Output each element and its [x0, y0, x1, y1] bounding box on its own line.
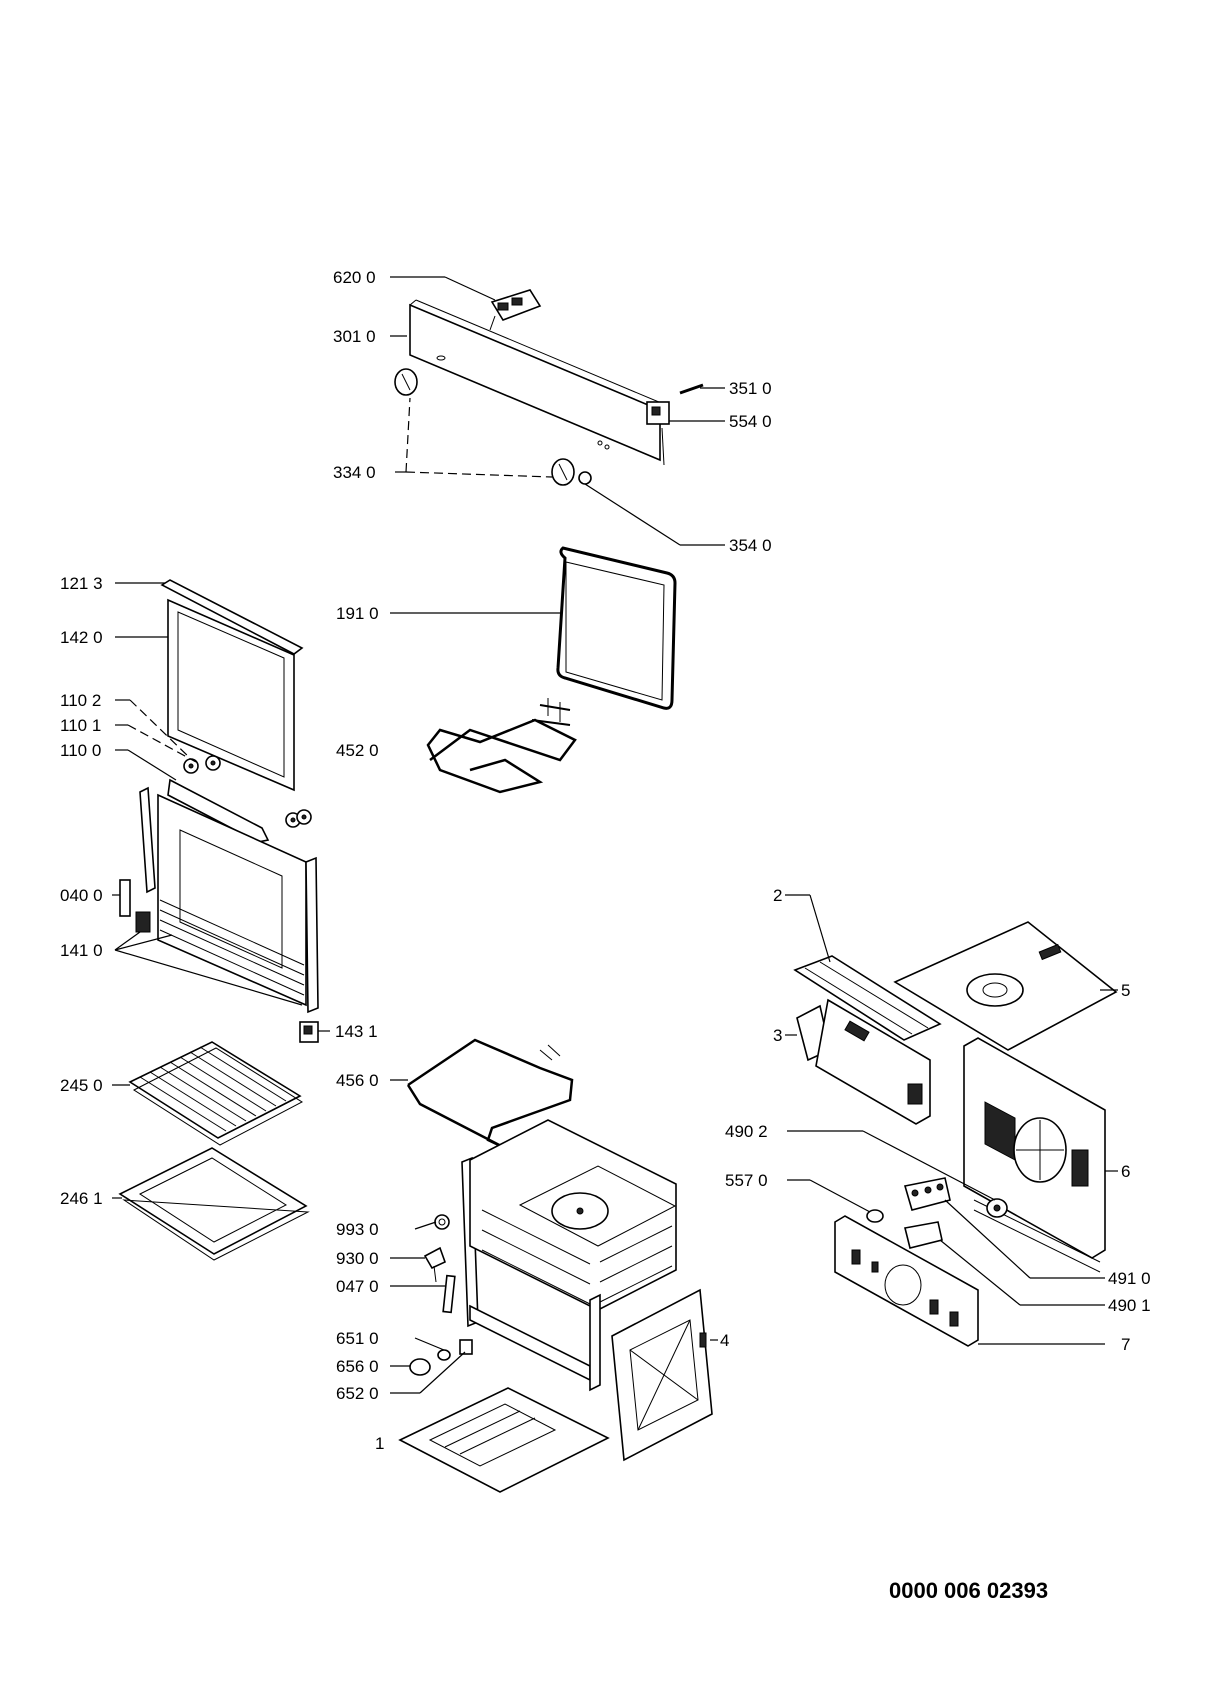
cavity-bottom-panel — [398, 1387, 610, 1493]
control-knob-right — [551, 458, 575, 486]
label-1: 1 — [375, 1434, 384, 1453]
lower-heating-element — [406, 1038, 574, 1150]
door-hinge — [119, 879, 131, 917]
label-2: 2 — [773, 886, 782, 905]
label-491-0: 491 0 — [1108, 1269, 1151, 1288]
lamp-holder — [423, 1246, 446, 1283]
oven-door-group — [119, 579, 319, 1043]
top-cover-plate — [893, 921, 1118, 1051]
label-191-0: 191 0 — [336, 604, 379, 623]
door-handle — [167, 778, 270, 843]
label-5: 5 — [1121, 981, 1130, 1000]
label-557-0: 557 0 — [725, 1171, 768, 1190]
inner-glass — [167, 598, 295, 792]
label-121-3: 121 3 — [60, 574, 103, 593]
label-490-1: 490 1 — [1108, 1296, 1151, 1315]
programmer-module — [489, 289, 542, 331]
label-656-0: 656 0 — [336, 1357, 379, 1376]
label-047-0: 047 0 — [336, 1277, 379, 1296]
switch-spring — [679, 383, 704, 395]
rear-service-panel — [834, 1215, 979, 1347]
side-duct-panel — [796, 998, 931, 1125]
label-110-2: 110 2 — [60, 691, 101, 710]
label-110-1: 110 1 — [60, 716, 101, 735]
label-334-0: 334 0 — [333, 463, 376, 482]
relay-bracket — [904, 1221, 943, 1249]
control-knob-left — [394, 368, 418, 396]
label-620-0: 620 0 — [333, 268, 376, 287]
top-heating-element — [426, 698, 577, 794]
label-651-0: 651 0 — [336, 1329, 379, 1348]
terminal-block — [903, 1177, 951, 1211]
thermal-fuse — [866, 1209, 884, 1223]
selector-switch — [646, 401, 670, 466]
wire-shelf — [128, 1041, 304, 1146]
label-246-1: 246 1 — [60, 1189, 103, 1208]
label-245-0: 245 0 — [60, 1076, 103, 1095]
door-vent-pattern — [159, 899, 305, 996]
door-gasket — [556, 546, 677, 710]
label-490-2: 490 2 — [725, 1122, 768, 1141]
label-354-0: 354 0 — [729, 536, 772, 555]
label-301-0: 301 0 — [333, 327, 376, 346]
label-351-0: 351 0 — [729, 379, 772, 398]
fan-motor-part — [986, 1198, 1008, 1218]
door-side-strip-left — [139, 786, 156, 894]
label-993-0: 993 0 — [336, 1220, 379, 1239]
control-panel — [409, 303, 661, 462]
label-452-0: 452 0 — [336, 741, 379, 760]
control-panel-group — [394, 289, 704, 486]
door-top-profile — [160, 579, 304, 655]
lamp-cover — [434, 1214, 450, 1230]
label-142-0: 142 0 — [60, 628, 103, 647]
cavity-side-panel — [611, 1288, 713, 1462]
hinge-clip — [299, 1021, 319, 1043]
label-141-0: 141 0 — [60, 941, 103, 960]
oven-cavity — [461, 1119, 677, 1392]
label-4: 4 — [720, 1331, 729, 1350]
indicator-lamp — [578, 471, 592, 485]
label-040-0: 040 0 — [60, 886, 103, 905]
label-7: 7 — [1121, 1335, 1130, 1354]
label-930-0: 930 0 — [336, 1249, 379, 1268]
document-code: 0000 006 02393 — [889, 1578, 1048, 1603]
hinge-receiver — [135, 911, 151, 933]
label-143-1: 143 1 — [335, 1022, 378, 1041]
rear-panel — [963, 1037, 1106, 1273]
thermostat-knob-parts — [409, 1339, 473, 1376]
label-554-0: 554 0 — [729, 412, 772, 431]
cavity-seal — [442, 1274, 456, 1314]
label-3: 3 — [773, 1026, 782, 1045]
part-number-labels: 620 0 301 0 351 0 554 0 334 0 354 0 121 … — [60, 268, 1151, 1453]
label-110-0: 110 0 — [60, 741, 101, 760]
label-6: 6 — [1121, 1162, 1130, 1181]
label-456-0: 456 0 — [336, 1071, 379, 1090]
outer-door-frame — [157, 793, 307, 1007]
baking-tray — [118, 1147, 310, 1261]
label-652-0: 652 0 — [336, 1384, 379, 1403]
air-duct-channel — [793, 955, 942, 1041]
door-side-strip-right — [305, 856, 319, 1014]
